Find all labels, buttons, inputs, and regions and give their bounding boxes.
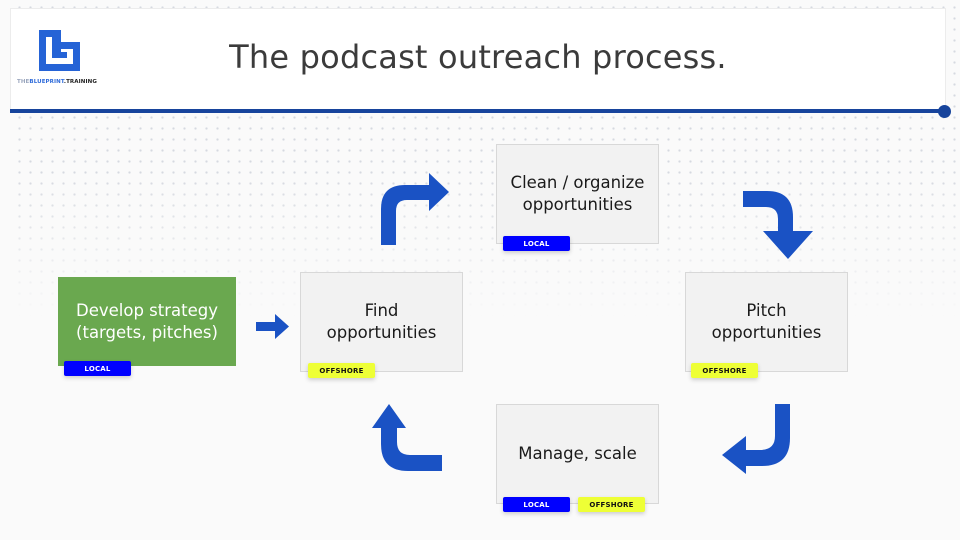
badge-offshore: OFFSHORE [691, 363, 758, 378]
arrow-turn-up-right-icon [381, 173, 449, 245]
header-card [10, 8, 946, 110]
badge-local: LOCAL [503, 236, 570, 251]
step-pitch-opportunities: Pitch opportunities [685, 272, 848, 372]
badge-offshore: OFFSHORE [578, 497, 645, 512]
step-label: Manage, scale [518, 444, 637, 463]
page-title: The podcast outreach process. [229, 38, 727, 76]
step-find-opportunities: Find opportunities [300, 272, 463, 372]
arrow-turn-right-down-icon [743, 191, 813, 259]
step-develop-strategy: Develop strategy (targets, pitches) [58, 277, 236, 366]
badge-local: LOCAL [64, 361, 131, 376]
step-clean-organize: Clean / organize opportunities [496, 144, 659, 244]
step-label: Find opportunities [326, 301, 437, 342]
step-manage-scale: Manage, scale [496, 404, 659, 504]
blueprint-logo-icon [39, 30, 80, 71]
step-label: Pitch opportunities [711, 301, 822, 342]
header-divider [10, 109, 945, 113]
arrow-right-icon [256, 314, 289, 339]
badge-local: LOCAL [503, 497, 570, 512]
arrow-turn-left-up-icon [372, 404, 442, 471]
badge-offshore: OFFSHORE [308, 363, 375, 378]
logo-wordmark: THEBLUEPRINT.TRAINING [17, 79, 97, 85]
step-label: Develop strategy (targets, pitches) [76, 300, 218, 342]
header-divider-endpoint [938, 105, 951, 118]
step-label: Clean / organize opportunities [510, 173, 645, 214]
arrow-turn-down-left-icon [722, 404, 790, 474]
